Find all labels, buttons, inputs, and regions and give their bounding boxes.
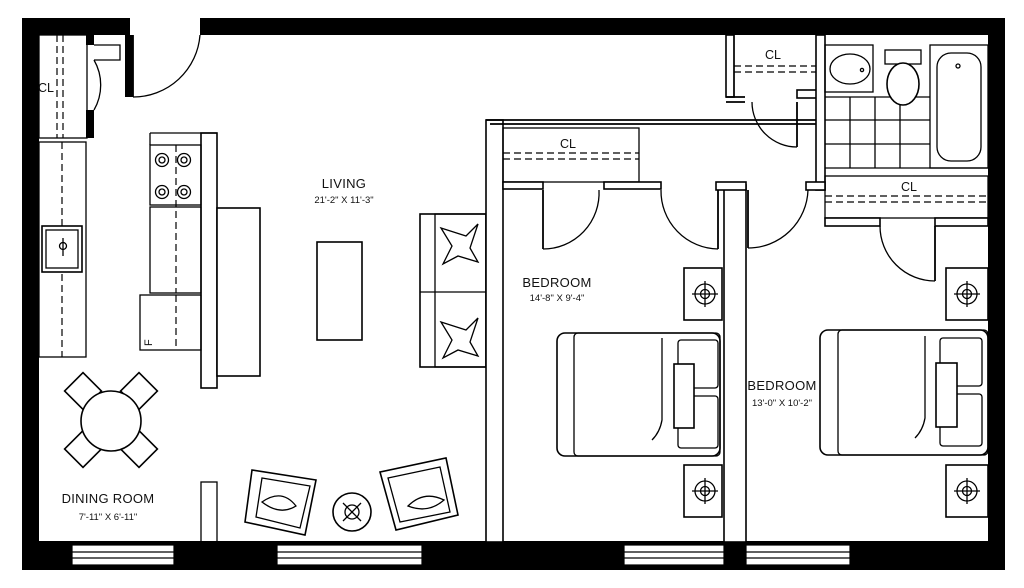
dining-room-dimensions: 7'-11" X 6'-11"	[79, 512, 138, 523]
dining-set	[63, 371, 159, 469]
cooktop-burners	[154, 152, 192, 200]
kitchen-island: F	[139, 132, 261, 389]
bedroom-1-closet: CL	[502, 127, 747, 250]
bath-closet-label: CL	[765, 48, 781, 62]
bathtub	[929, 44, 989, 169]
side-table	[332, 492, 372, 532]
bathroom	[824, 44, 989, 169]
exterior-walls	[22, 18, 1005, 570]
south-windows	[71, 544, 851, 566]
sofa	[419, 213, 487, 368]
entry-closet-label: CL	[38, 81, 54, 95]
nightstand-lamp	[683, 267, 723, 321]
wall-stub	[200, 481, 218, 543]
bath-closet: CL	[733, 35, 816, 148]
bedroom-1-furniture	[556, 267, 723, 518]
nightstand-lamp	[683, 464, 723, 518]
bedroom-2-dimensions: 13'-0" X 10'-2"	[752, 398, 812, 409]
entry-door	[125, 34, 201, 98]
bed	[556, 332, 721, 457]
kitchen-counter	[38, 141, 87, 358]
bed	[819, 329, 989, 456]
living-room-dimensions: 21'-2" X 11'-3"	[314, 195, 373, 206]
bedroom-1-dimensions: 14'-8" X 9'-4"	[530, 293, 585, 304]
toilet	[884, 49, 922, 106]
bedroom-2-closet-label: CL	[901, 180, 917, 194]
bedroom-2-furniture	[819, 267, 989, 518]
nightstand-lamp	[945, 464, 989, 518]
bedroom-2-name: BEDROOM	[747, 378, 816, 393]
coffee-table	[316, 241, 363, 341]
nightstand-lamp	[945, 267, 989, 321]
bedroom-2-closet: CL	[747, 175, 989, 282]
armchair-right	[379, 457, 459, 531]
bedroom-1-name: BEDROOM	[522, 275, 591, 290]
entry-closet: CL	[38, 34, 121, 139]
bedroom-1-closet-label: CL	[560, 137, 576, 151]
fridge-mark: F	[143, 339, 155, 346]
bathroom-sink	[824, 44, 874, 93]
bathroom-floor-tile	[825, 96, 988, 169]
armchair-left	[244, 469, 317, 536]
living-room-name: LIVING	[322, 176, 366, 191]
dining-room-name: DINING ROOM	[62, 491, 155, 506]
